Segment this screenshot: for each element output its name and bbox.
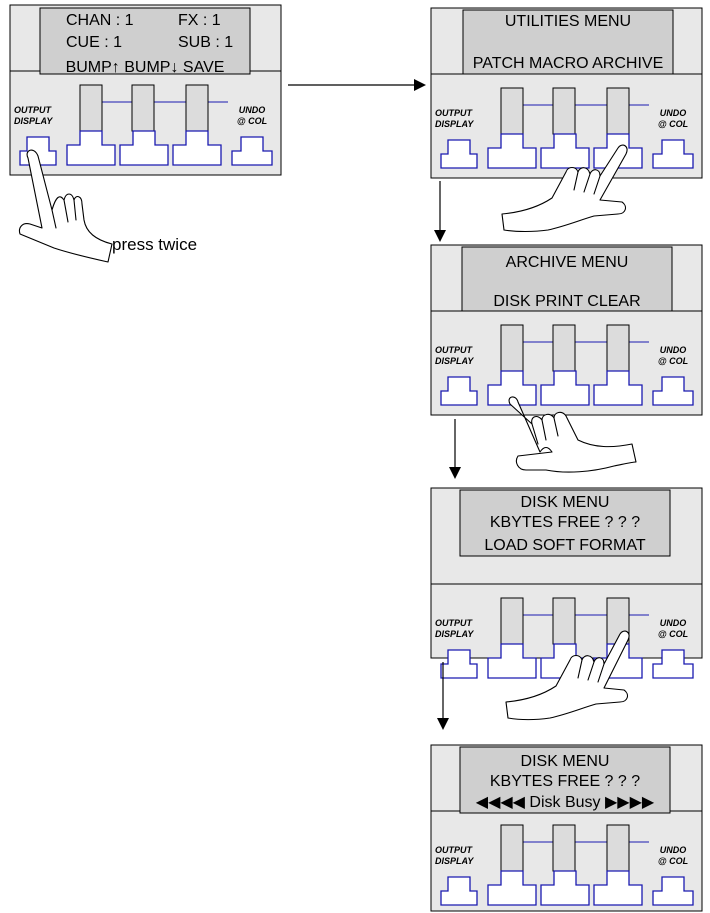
undo-col-label: UNDO — [660, 618, 687, 628]
lcd-line: ARCHIVE MENU — [506, 254, 629, 271]
fader-slot — [553, 825, 575, 871]
fader-slot — [501, 598, 523, 644]
output-display-label: DISPLAY — [435, 856, 474, 866]
fader-slot — [186, 85, 208, 131]
undo-col-label: UNDO — [239, 105, 266, 115]
panel-disk-menu: DISK MENU KBYTES FREE ? ? ? LOAD SOFT FORM… — [431, 488, 702, 678]
panel-disk-busy: DISK MENU KBYTES FREE ? ? ? ◀◀◀◀ Disk Busy… — [431, 745, 702, 911]
output-display-label: DISPLAY — [14, 116, 53, 126]
fader-slot — [553, 325, 575, 371]
fader-slot — [607, 88, 629, 134]
output-display-label: OUTPUT — [435, 845, 474, 855]
undo-col-label: @ COL — [658, 856, 688, 866]
fader-slot — [501, 88, 523, 134]
fader-slot — [553, 88, 575, 134]
output-display-label: OUTPUT — [14, 105, 53, 115]
undo-col-label: @ COL — [237, 116, 267, 126]
lcd-line: DISK MENU — [521, 494, 610, 511]
undo-col-label: @ COL — [658, 356, 688, 366]
lcd-line: BUMP↑ BUMP↓ SAVE — [66, 59, 225, 76]
undo-col-label: @ COL — [658, 119, 688, 129]
lcd-line: KBYTES FREE ? ? ? — [490, 773, 640, 790]
fader-slot — [607, 825, 629, 871]
lcd-line: LOAD SOFT FORMAT — [484, 537, 645, 554]
output-display-label: OUTPUT — [435, 618, 474, 628]
lcd-line-right: FX : 1 — [178, 12, 221, 29]
fader-slot — [607, 325, 629, 371]
fader-slot — [132, 85, 154, 131]
fader-slot — [501, 325, 523, 371]
fader-slot — [80, 85, 102, 131]
output-display-label: OUTPUT — [435, 345, 474, 355]
lcd-line: KBYTES FREE ? ? ? — [490, 514, 640, 531]
fader-slot — [501, 825, 523, 871]
output-display-label: DISPLAY — [435, 356, 474, 366]
undo-col-label: UNDO — [660, 345, 687, 355]
lcd-line-right: SUB : 1 — [178, 34, 233, 51]
panel-main: CHAN : 1 FX : 1 CUE : 1 SUB : 1 BUMP↑ BUMP↓ … — [10, 5, 281, 175]
lcd-line: DISK PRINT CLEAR — [493, 293, 640, 310]
panel-archive-menu: ARCHIVE MENU DISK PRINT CLEAR OUTPUTDISPLA… — [431, 245, 702, 415]
panel-utilities-menu: UTILITIES MENU PATCH MACRO ARCHIVE OUTPUTD… — [431, 8, 702, 178]
lcd-line: UTILITIES MENU — [505, 13, 631, 30]
lcd-line: ◀◀◀◀ Disk Busy ▶▶▶▶ — [476, 794, 655, 811]
output-display-label: OUTPUT — [435, 108, 474, 118]
lcd-line: PATCH MACRO ARCHIVE — [473, 55, 664, 72]
undo-col-label: UNDO — [660, 845, 687, 855]
output-display-label: DISPLAY — [435, 629, 474, 639]
output-display-label: DISPLAY — [435, 119, 474, 129]
lcd-line-left: CHAN : 1 — [66, 12, 134, 29]
press-twice-caption: press twice — [112, 235, 197, 254]
undo-col-label: @ COL — [658, 629, 688, 639]
lcd-line: DISK MENU — [521, 753, 610, 770]
lcd-line-left: CUE : 1 — [66, 34, 122, 51]
fader-slot — [553, 598, 575, 644]
undo-col-label: UNDO — [660, 108, 687, 118]
